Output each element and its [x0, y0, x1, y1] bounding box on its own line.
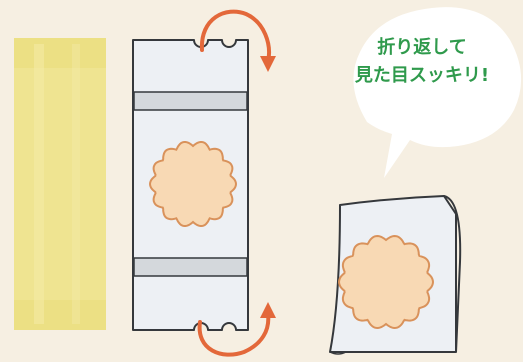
bubble-line-2: 見た目スッキリ!	[354, 65, 490, 86]
curved-arrow-icon	[197, 302, 276, 357]
yellow-bag	[14, 38, 106, 330]
cookie-shape	[337, 234, 435, 330]
cookie-folded-bag	[337, 234, 435, 330]
cookie-open-bag	[148, 141, 238, 227]
speech-bubble	[353, 7, 522, 178]
curved-arrow-icon	[199, 9, 276, 72]
bubble-text: 折り返して 見た目スッキリ!	[342, 34, 502, 90]
cookie-shape	[148, 141, 238, 227]
bubble-line-1: 折り返して	[377, 37, 467, 58]
